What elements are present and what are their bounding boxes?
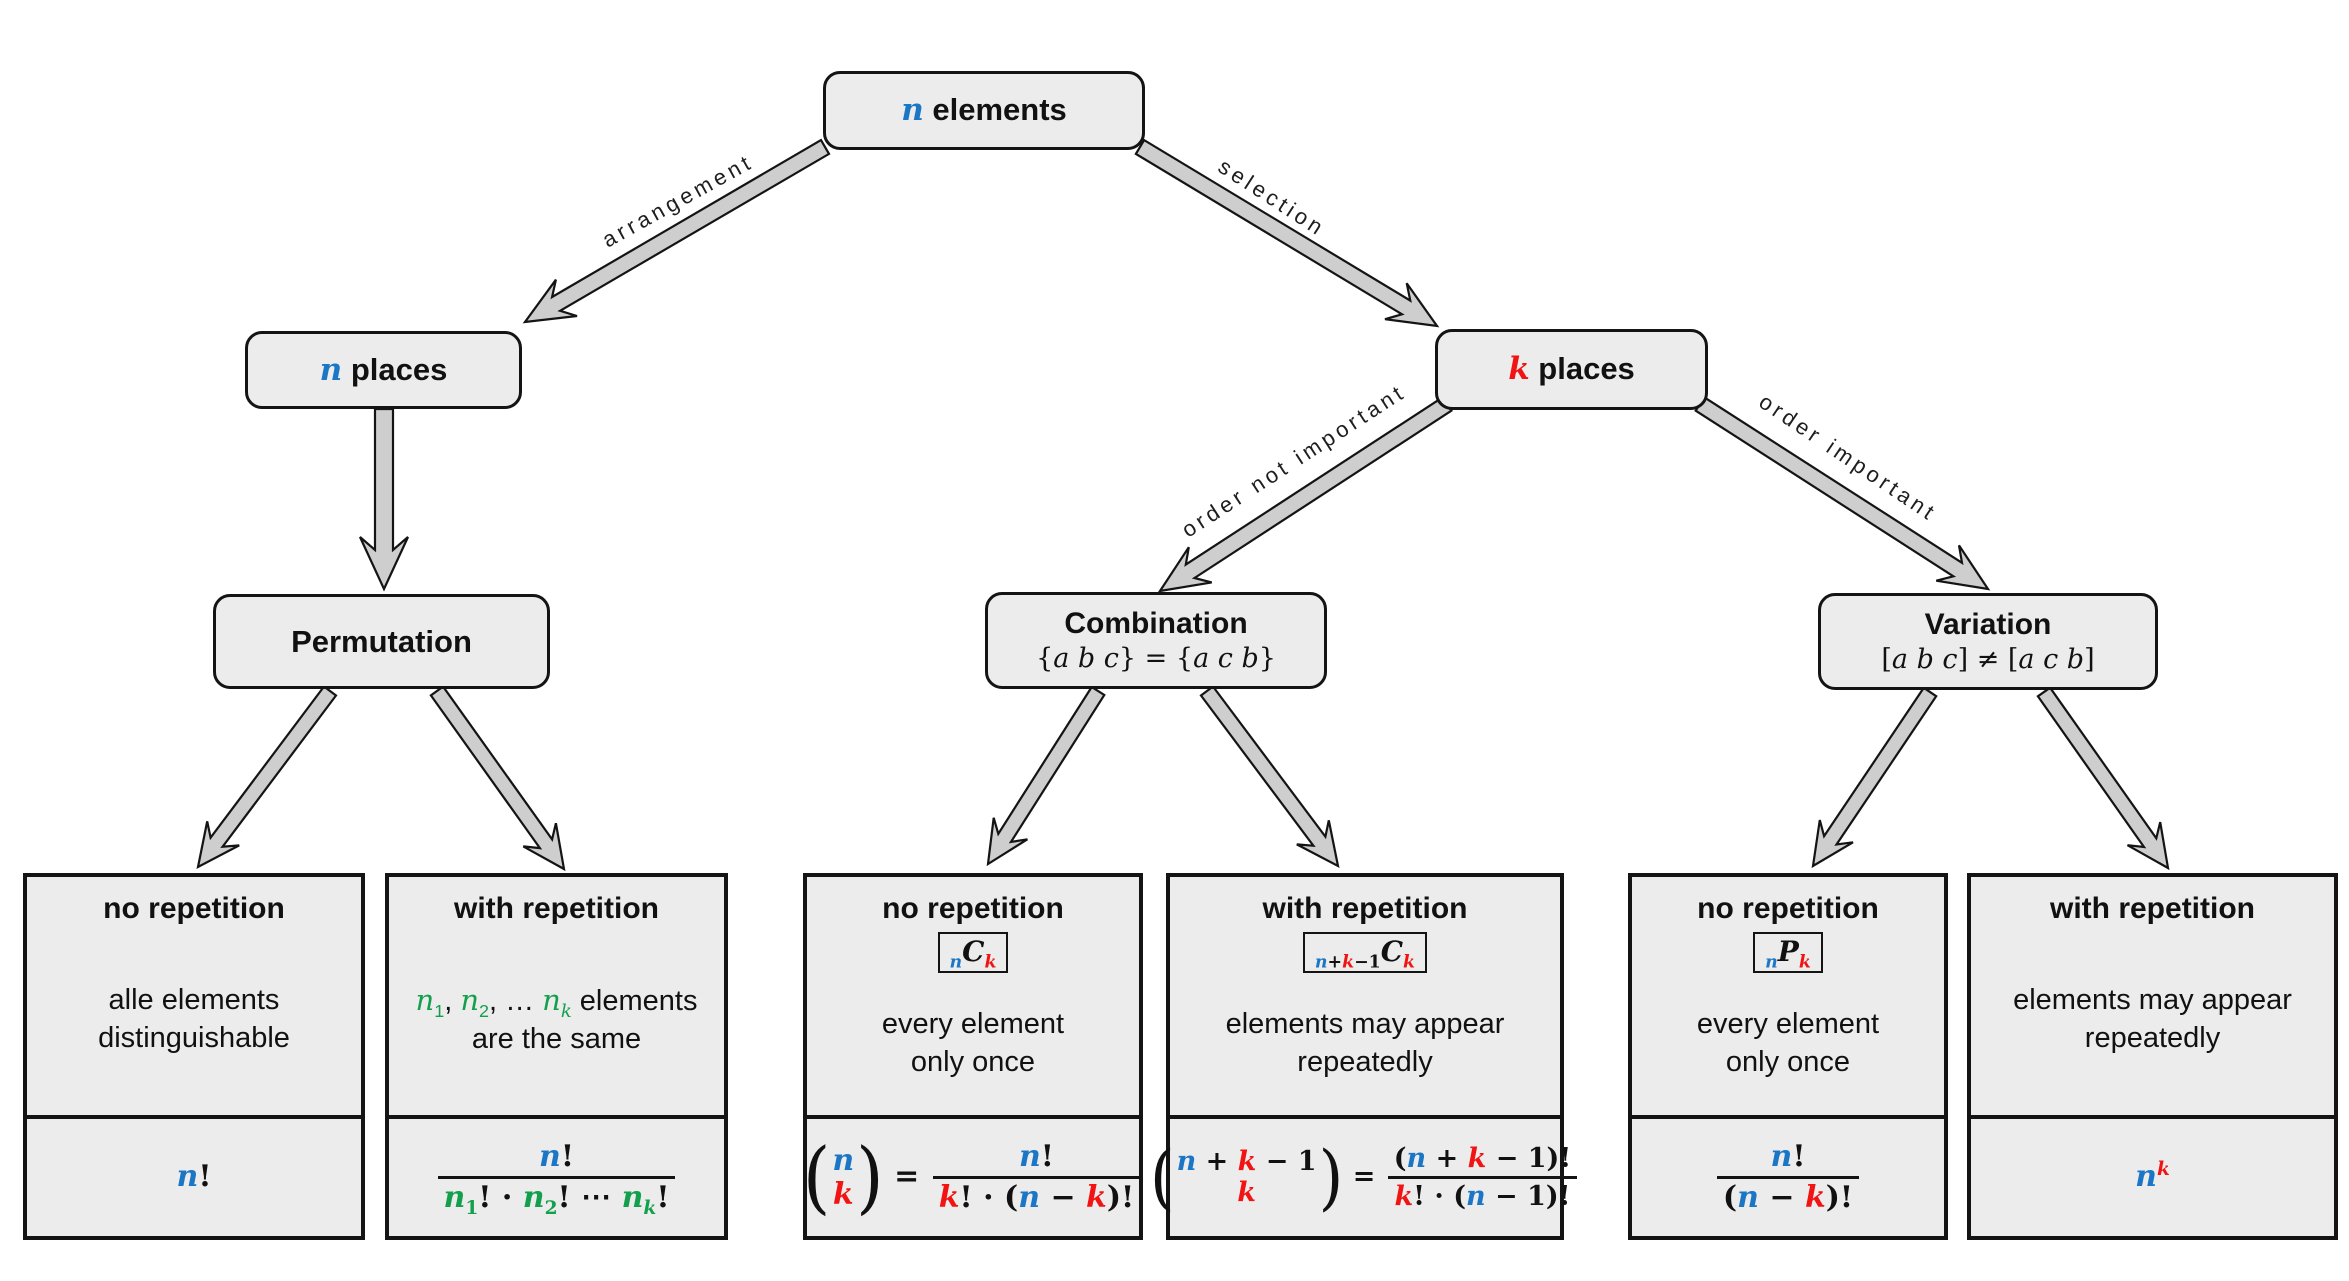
leaf-formula: n!n1! · n2! ⋯ nk! (435, 1139, 679, 1218)
node-label: Combination (1064, 607, 1248, 641)
notation-badge-nPk: nPk (1753, 932, 1823, 973)
node-label: n elements (901, 92, 1067, 129)
node-combination: Combination {a b c} = {a c b} (985, 592, 1327, 689)
arrow-connector (429, 685, 566, 872)
arrow-connector (359, 407, 409, 592)
arrow-connector (196, 684, 338, 870)
leaf-formula-section: nk (1971, 1115, 2334, 1236)
arrow-connector (522, 138, 831, 324)
leaf-description-section: with repetition n+k−1Ck elements may app… (1170, 877, 1560, 1115)
node-n-places: n places (245, 331, 522, 409)
arrow-connector (986, 685, 1106, 867)
node-k-places: k places (1435, 329, 1708, 410)
leaf-formula: n!(n − k)! (1714, 1139, 1862, 1216)
leaf-formula-section: n!(n − k)! (1632, 1115, 1944, 1236)
leaf-formula-section: n!n1! · n2! ⋯ nk! (389, 1115, 724, 1236)
arrow-connector (1199, 684, 1340, 869)
leaf-combination-with-repetition: with repetition n+k−1Ck elements may app… (1150, 873, 1578, 1240)
node-example: {a b c} = {a c b} (1036, 642, 1276, 674)
arrow-connector (2036, 686, 2170, 871)
notation-badge-n+k-1Ck: n+k−1Ck (1302, 932, 1428, 973)
arrow-connector (1157, 395, 1453, 593)
notation-badge-nCk: nCk (937, 932, 1009, 973)
node-label: Permutation (291, 623, 472, 659)
leaf-formula: nk (2135, 1159, 2170, 1195)
node-variation: Variation [a b c] ≠ [a c b] (1818, 593, 2158, 690)
leaf-formula-section: n! (27, 1115, 361, 1236)
leaf-title: with repetition (1262, 892, 1468, 925)
leaf-title: no repetition (882, 892, 1064, 925)
node-label: k places (1508, 351, 1635, 388)
leaf-title: no repetition (103, 892, 285, 925)
node-permutation: Permutation (213, 594, 550, 689)
leaf-formula: n! (176, 1159, 212, 1195)
node-label: n places (319, 351, 448, 388)
node-n-elements: n elements (823, 71, 1145, 150)
leaf-title: no repetition (1697, 892, 1879, 925)
arrow-connector (1811, 686, 1938, 869)
arrow-connector (1134, 138, 1440, 328)
leaf-title: with repetition (2050, 892, 2255, 925)
leaf-title: with repetition (454, 892, 659, 925)
arrow-connector (1694, 395, 1991, 591)
node-label: Variation (1924, 608, 2052, 642)
node-example: [a b c] ≠ [a c b] (1881, 643, 2095, 675)
